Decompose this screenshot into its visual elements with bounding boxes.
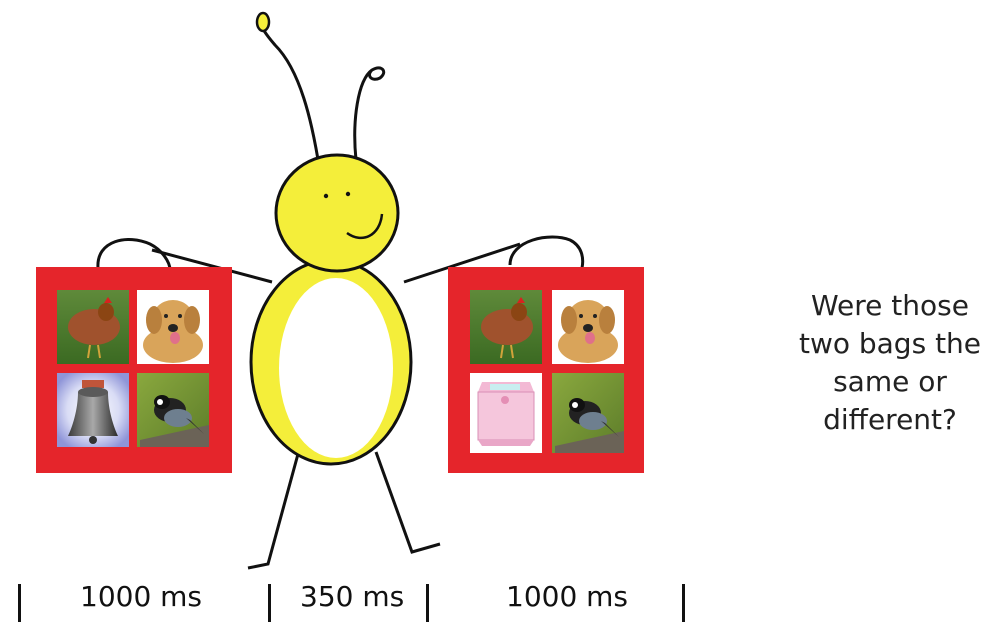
interval-duration: 350 ms: [300, 580, 404, 613]
right-leg: [376, 452, 440, 552]
timeline-tick-4: [682, 584, 685, 622]
timeline-tick-3: [426, 584, 429, 622]
dog-picture-1: [137, 290, 209, 364]
first-bag-duration: 1000 ms: [80, 580, 202, 613]
left-antenna-tip: [257, 13, 269, 31]
question-line-1: Were those: [790, 287, 990, 325]
right-eye: [346, 192, 350, 196]
right-bag-handle: [510, 237, 583, 268]
hen-picture-2: [470, 290, 542, 364]
question-line-4: different?: [790, 401, 990, 439]
question-line-2: two bags the: [790, 325, 990, 363]
left-leg: [248, 454, 298, 568]
bird-picture-1: [137, 373, 209, 447]
legs: [248, 452, 440, 568]
bug-head: [276, 155, 398, 271]
bug-belly: [279, 278, 393, 458]
left-eye: [324, 194, 328, 198]
timeline-tick-1: [18, 584, 21, 622]
question-text: Were those two bags the same or differen…: [790, 287, 990, 439]
bird-picture-2: [552, 373, 624, 453]
dog-picture-2: [552, 290, 624, 364]
question-line-3: same or: [790, 363, 990, 401]
left-bag-handle: [98, 239, 170, 270]
antennae: [257, 13, 384, 172]
right-bag: [448, 267, 644, 473]
second-bag-duration: 1000 ms: [506, 580, 628, 613]
right-antenna: [355, 68, 384, 160]
left-bag: [36, 267, 232, 473]
bell-picture: [57, 373, 129, 447]
hen-picture-1: [57, 290, 129, 364]
left-antenna: [261, 18, 320, 172]
timeline-tick-2: [268, 584, 271, 622]
music-box-picture: [470, 373, 542, 453]
